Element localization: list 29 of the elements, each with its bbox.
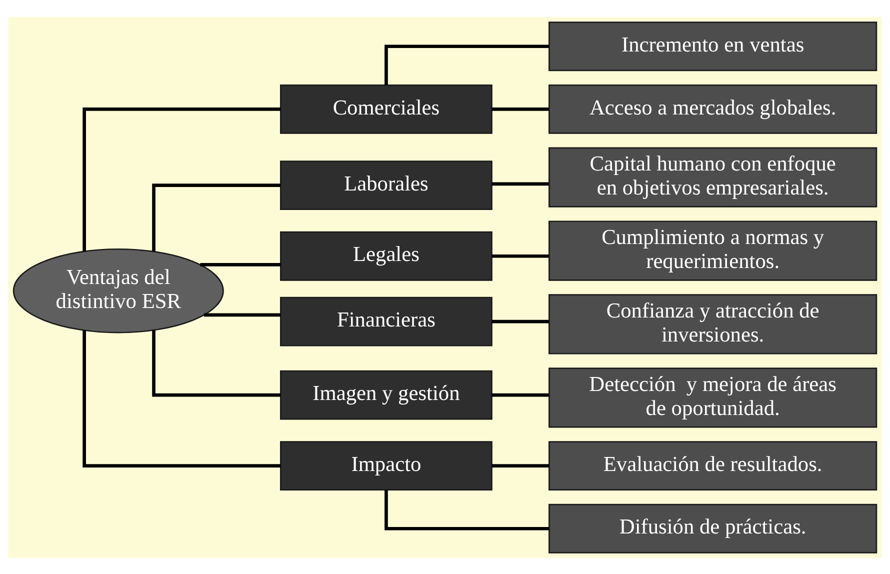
connector [82,107,281,251]
node-box: Acceso a mercados globales. [548,84,878,134]
connector [152,183,281,252]
node-box: Detección y mejora de áreas de oportunidad. [548,367,878,428]
node-box: Financieras [280,296,492,346]
node-box: Legales [280,230,492,280]
connector [492,254,549,258]
connector [492,464,549,467]
node-box: Comerciales [280,84,492,134]
connector [82,330,281,467]
connector [204,312,280,316]
connector [152,330,281,396]
connector [492,392,549,396]
node-box: Capital humano con enfoque en objetivos empresariales. [548,146,878,207]
connector [492,319,549,323]
node-box: Incremento en ventas [548,21,878,71]
connector [200,262,281,266]
node-box: Cumplimiento a normas y requerimientos. [548,220,878,280]
connector [492,182,549,186]
node-box: Impacto [280,440,492,490]
connector [384,44,550,85]
node-box: Laborales [280,160,492,210]
node-box: Confianza y atracción de inversiones. [548,294,878,354]
connector [384,489,550,530]
node-box: Imagen y gestión [280,370,492,420]
node-ellipse: Ventajas del distintivo ESR [12,248,224,333]
connector [492,107,549,110]
node-box: Evaluación de resultados. [548,440,878,490]
node-box: Difusión de prácticas. [548,503,878,553]
